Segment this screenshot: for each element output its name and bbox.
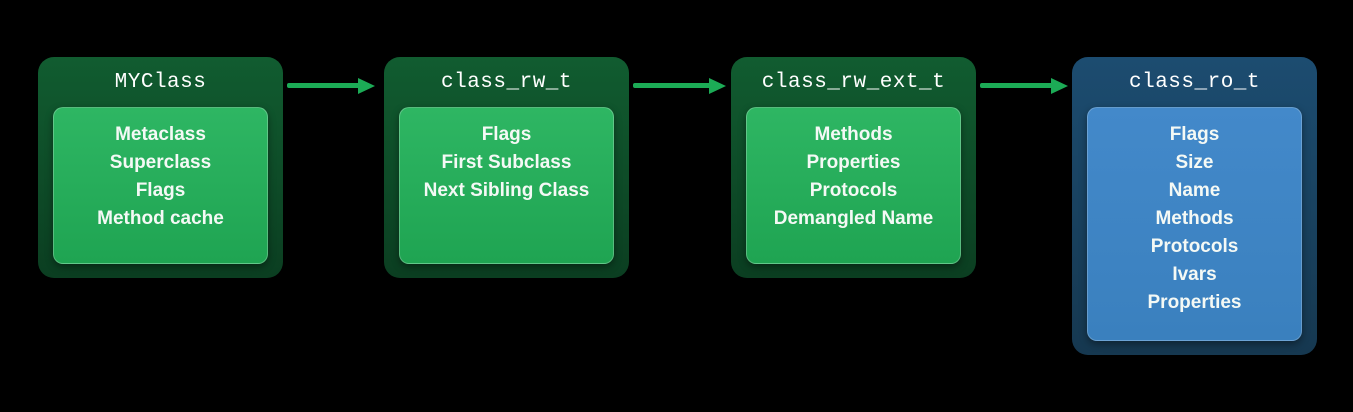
struct-field: Ivars bbox=[1172, 264, 1217, 285]
struct-box-class-ro-t: class_ro_t Flags Size Name Methods Proto… bbox=[1072, 57, 1317, 355]
arrow-shaft bbox=[980, 83, 1055, 88]
struct-field: Flags bbox=[481, 124, 532, 145]
struct-title: class_rw_t bbox=[440, 70, 573, 94]
struct-field: Flags bbox=[1169, 124, 1220, 145]
struct-box-class-rw-ext-t: class_rw_ext_t Methods Properties Protoc… bbox=[731, 57, 976, 278]
arrow-head bbox=[709, 78, 726, 94]
struct-title: class_ro_t bbox=[1128, 70, 1261, 94]
struct-field: Demangled Name bbox=[773, 208, 934, 229]
struct-field: Protocols bbox=[809, 180, 898, 201]
struct-box-class-rw-t: class_rw_t Flags First Subclass Next Sib… bbox=[384, 57, 629, 278]
struct-fields-panel: Metaclass Superclass Flags Method cache bbox=[53, 107, 268, 264]
struct-field: Methods bbox=[814, 124, 893, 145]
arrow-head bbox=[358, 78, 375, 94]
struct-box-myclass: MYClass Metaclass Superclass Flags Metho… bbox=[38, 57, 283, 278]
struct-field: Name bbox=[1168, 180, 1221, 201]
struct-field: Superclass bbox=[109, 152, 212, 173]
arrow-shaft bbox=[633, 83, 713, 88]
arrow-right-icon bbox=[633, 78, 726, 94]
struct-field: Methods bbox=[1155, 208, 1234, 229]
struct-field: First Subclass bbox=[441, 152, 572, 173]
struct-field: Method cache bbox=[97, 208, 224, 229]
arrow-right-icon bbox=[980, 78, 1068, 94]
struct-title: MYClass bbox=[114, 70, 207, 94]
struct-field: Properties bbox=[1147, 292, 1242, 313]
struct-title: class_rw_ext_t bbox=[761, 70, 946, 94]
struct-field: Metaclass bbox=[115, 124, 206, 145]
struct-field: Next Sibling Class bbox=[423, 180, 590, 201]
struct-fields-panel: Methods Properties Protocols Demangled N… bbox=[746, 107, 961, 264]
arrow-shaft bbox=[287, 83, 362, 88]
struct-fields-panel: Flags First Subclass Next Sibling Class bbox=[399, 107, 614, 264]
struct-field: Properties bbox=[806, 152, 901, 173]
struct-field: Protocols bbox=[1150, 236, 1239, 257]
struct-field: Flags bbox=[135, 180, 186, 201]
arrow-head bbox=[1051, 78, 1068, 94]
struct-fields-panel: Flags Size Name Methods Protocols Ivars … bbox=[1087, 107, 1302, 341]
arrow-right-icon bbox=[287, 78, 375, 94]
struct-field: Size bbox=[1175, 152, 1214, 173]
